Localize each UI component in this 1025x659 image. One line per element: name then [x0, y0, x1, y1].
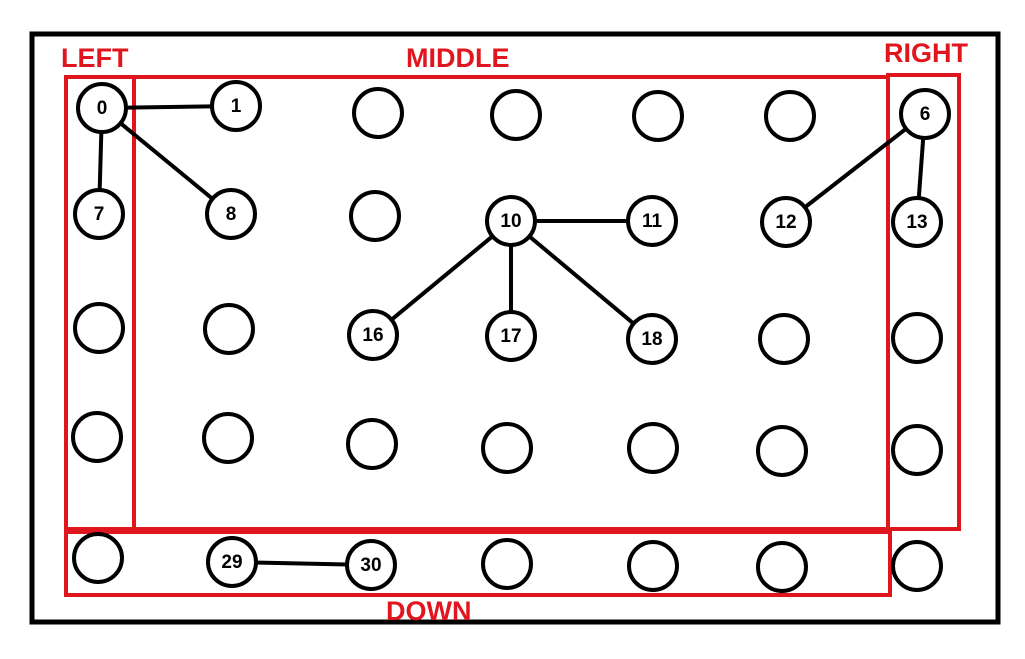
node-empty-25 — [627, 422, 679, 474]
region-middle-label: MIDDLE — [406, 43, 510, 73]
node-empty-26 — [756, 425, 808, 477]
region-down-box — [64, 530, 892, 597]
node-label-0: 0 — [97, 98, 108, 119]
region-right-label: RIGHT — [884, 38, 968, 68]
node-empty-22 — [202, 412, 254, 464]
node-label-16: 16 — [362, 325, 383, 346]
edge-0-8 — [100, 106, 233, 216]
node-1 — [210, 80, 262, 132]
node-empty-24 — [481, 422, 533, 474]
node-empty-14 — [73, 302, 125, 354]
node-13 — [891, 196, 943, 248]
node-label-11: 11 — [642, 211, 663, 232]
node-17 — [485, 310, 537, 362]
node-0 — [76, 82, 128, 134]
node-label-10: 10 — [500, 211, 521, 232]
node-label-8: 8 — [226, 204, 237, 225]
edge-10-18 — [509, 219, 654, 341]
node-label-17: 17 — [500, 326, 521, 347]
node-8 — [205, 188, 257, 240]
region-right-box — [886, 73, 961, 531]
node-empty-31 — [481, 538, 533, 590]
node-empty-33 — [756, 541, 808, 593]
node-empty-23 — [346, 418, 398, 470]
node-label-1: 1 — [231, 96, 242, 117]
node-label-18: 18 — [641, 329, 662, 350]
node-label-29: 29 — [221, 552, 242, 573]
node-16 — [347, 309, 399, 361]
node-30 — [345, 539, 397, 591]
region-left-label: LEFT — [61, 43, 129, 73]
node-18 — [626, 313, 678, 365]
node-empty-5 — [764, 90, 816, 142]
node-empty-34 — [891, 540, 943, 592]
node-empty-15 — [203, 303, 255, 355]
node-12 — [760, 196, 812, 248]
node-empty-4 — [632, 90, 684, 142]
node-7 — [73, 188, 125, 240]
node-label-7: 7 — [94, 204, 105, 225]
node-label-30: 30 — [360, 555, 381, 576]
node-10 — [485, 195, 537, 247]
edge-6-12 — [784, 112, 927, 224]
edge-10-16 — [371, 219, 513, 337]
node-empty-27 — [891, 424, 943, 476]
region-down-label: DOWN — [386, 596, 472, 626]
node-label-6: 6 — [920, 104, 931, 125]
node-empty-3 — [490, 89, 542, 141]
node-6 — [899, 88, 951, 140]
node-empty-21 — [71, 411, 123, 463]
node-empty-32 — [627, 540, 679, 592]
node-29 — [206, 536, 258, 588]
node-empty-28 — [72, 532, 124, 584]
node-11 — [626, 195, 678, 247]
node-label-12: 12 — [775, 212, 796, 233]
node-empty-2 — [352, 87, 404, 139]
node-empty-19 — [758, 313, 810, 365]
node-empty-9 — [349, 190, 401, 242]
node-empty-20 — [891, 312, 943, 364]
outer-frame — [29, 31, 1001, 625]
node-label-13: 13 — [906, 212, 927, 233]
